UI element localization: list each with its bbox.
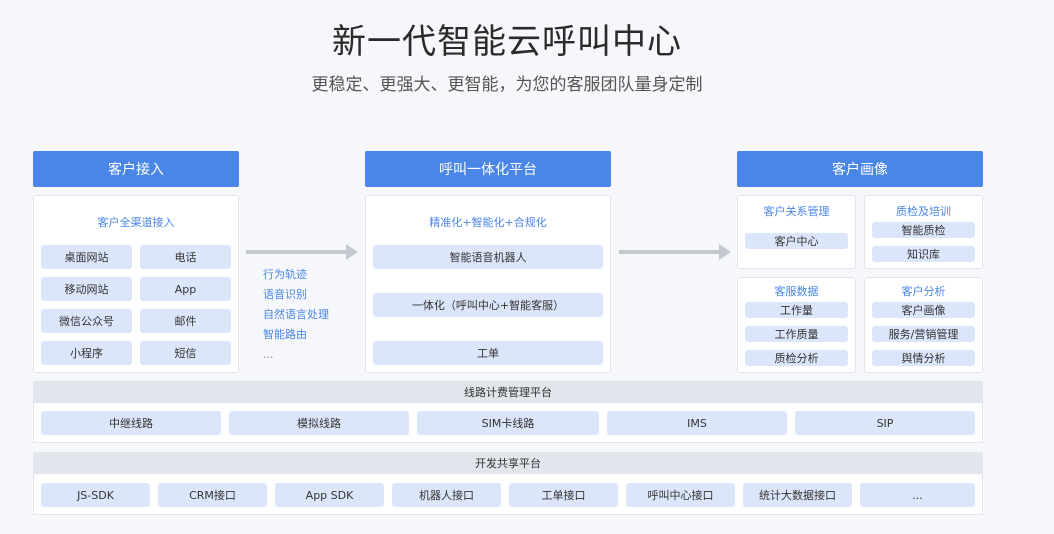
data-work-quality: 工作质量 — [745, 326, 848, 342]
line-platform-header: 线路计费管理平台 — [33, 381, 983, 403]
platform-label: 精准化+智能化+合规化 — [429, 216, 547, 229]
flow-arrow-1 — [246, 244, 358, 260]
line-sip: SIP — [795, 411, 975, 435]
flow-arrow-2 — [619, 244, 731, 260]
step-more: ... — [263, 348, 274, 361]
crm-customer-center: 客户中心 — [745, 233, 848, 249]
channel-email: 邮件 — [140, 309, 231, 333]
channel-mobile-web: 移动网站 — [41, 277, 132, 301]
dev-robot-api: 机器人接口 — [392, 483, 501, 507]
channel-mini-program: 小程序 — [41, 341, 132, 365]
line-analog: 模拟线路 — [229, 411, 409, 435]
page-subtitle: 更稳定、更强大、更智能，为您的客服团队量身定制 — [311, 75, 703, 95]
dev-bigdata-api: 统计大数据接口 — [743, 483, 852, 507]
data-workload: 工作量 — [745, 302, 848, 318]
customer-analysis-box-title: 客户分析 — [901, 285, 946, 298]
platform-integration: 一体化（呼叫中心+智能客服） — [373, 293, 603, 317]
channel-wechat: 微信公众号 — [41, 309, 132, 333]
platform-card: 精准化+智能化+合规化 智能语音机器人 一体化（呼叫中心+智能客服） 工单 — [365, 195, 611, 373]
qa-training-box-title: 质检及培训 — [896, 205, 951, 218]
page-title: 新一代智能云呼叫中心 — [332, 22, 682, 62]
platform-voice-robot: 智能语音机器人 — [373, 245, 603, 269]
platform-ticket: 工单 — [373, 341, 603, 365]
line-ims: IMS — [607, 411, 787, 435]
dev-crm-api: CRM接口 — [158, 483, 267, 507]
platform-header: 呼叫一体化平台 — [365, 151, 611, 187]
channel-phone: 电话 — [140, 245, 231, 269]
dev-platform-body: JS-SDK CRM接口 App SDK 机器人接口 工单接口 呼叫中心接口 统… — [33, 474, 983, 515]
dev-js-sdk: JS-SDK — [41, 483, 150, 507]
access-card: 客户全渠道接入 桌面网站 电话 移动网站 App 微信公众号 邮件 小程序 短信 — [33, 195, 239, 373]
dev-app-sdk: App SDK — [275, 483, 384, 507]
dev-more: ... — [860, 483, 975, 507]
data-qa-analysis: 质检分析 — [745, 350, 848, 366]
access-header: 客户接入 — [33, 151, 239, 187]
service-data-box-title: 客服数据 — [774, 285, 819, 298]
dev-ticket-api: 工单接口 — [509, 483, 618, 507]
line-platform-body: 中继线路 模拟线路 SIM卡线路 IMS SIP — [33, 403, 983, 443]
line-sim: SIM卡线路 — [417, 411, 599, 435]
dev-call-center-api: 呼叫中心接口 — [626, 483, 735, 507]
step-smart-routing: 智能路由 — [263, 328, 307, 341]
qa-training-box: 质检及培训 智能质检 知识库 — [864, 195, 983, 269]
qa-smart-inspection: 智能质检 — [872, 222, 975, 238]
channel-sms: 短信 — [140, 341, 231, 365]
crm-box: 客户关系管理 客户中心 — [737, 195, 856, 269]
step-nlp: 自然语言处理 — [263, 308, 329, 321]
analysis-public-opinion: 舆情分析 — [872, 350, 975, 366]
analysis-service-marketing: 服务/营销管理 — [872, 326, 975, 342]
channel-app: App — [140, 277, 231, 301]
access-label: 客户全渠道接入 — [97, 216, 175, 229]
process-steps: 行为轨迹 语音识别 自然语言处理 智能路由 ... — [263, 265, 329, 365]
service-data-box: 客服数据 工作量 工作质量 质检分析 — [737, 277, 856, 373]
step-speech-recognition: 语音识别 — [263, 288, 307, 301]
qa-knowledge-base: 知识库 — [872, 246, 975, 262]
customer-analysis-box: 客户分析 客户画像 服务/营销管理 舆情分析 — [864, 277, 983, 373]
analysis-customer-portrait: 客户画像 — [872, 302, 975, 318]
line-trunk: 中继线路 — [41, 411, 221, 435]
dev-platform-header: 开发共享平台 — [33, 452, 983, 474]
crm-box-title: 客户关系管理 — [763, 205, 830, 218]
step-behavior-track: 行为轨迹 — [263, 268, 307, 281]
channel-desktop-web: 桌面网站 — [41, 245, 132, 269]
portrait-header: 客户画像 — [737, 151, 983, 187]
